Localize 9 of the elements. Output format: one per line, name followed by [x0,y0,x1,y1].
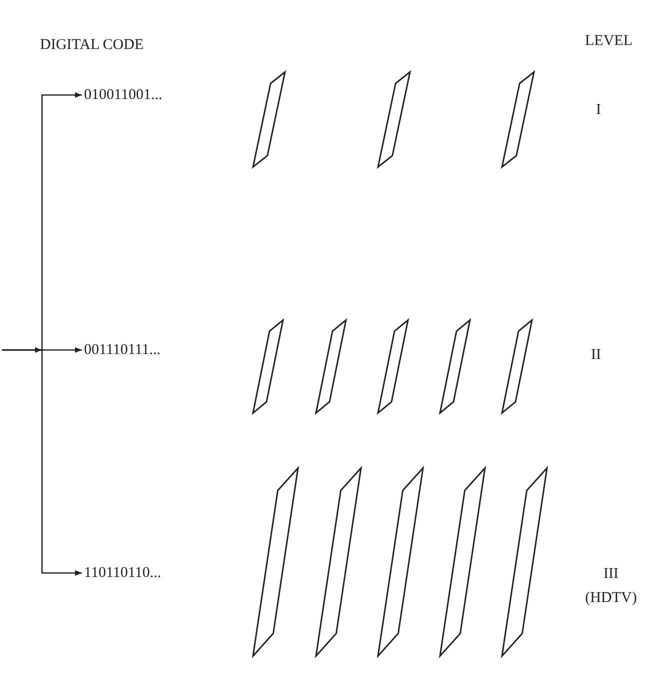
heading: DIGITAL CODE [40,36,144,54]
binary-code: 110110110... [84,564,162,582]
heading: LEVEL [585,32,632,50]
arrow [2,349,82,576]
level-label: III (HDTV) [584,565,638,608]
binary-code: 010011001... [84,86,162,104]
level-label: I [596,101,601,119]
binary-code: 001110111... [84,341,161,359]
level-label: II [591,346,601,364]
